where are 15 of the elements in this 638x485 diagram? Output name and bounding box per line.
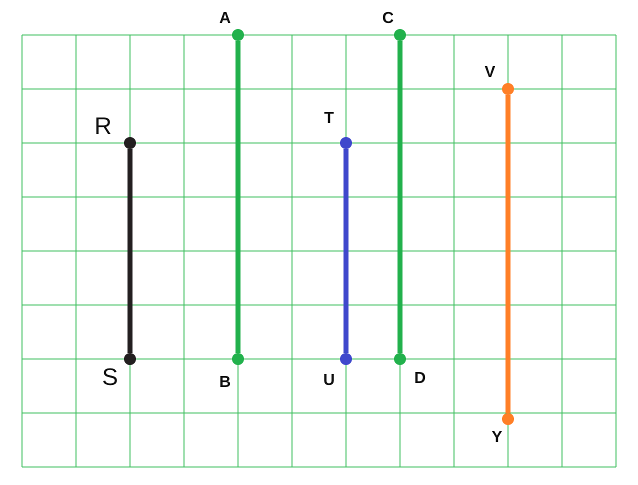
point-label: R: [93, 115, 113, 139]
line-segment: [236, 41, 240, 353]
point-label: V: [484, 63, 496, 83]
point-label: D: [413, 369, 427, 389]
point-label: U: [322, 371, 336, 391]
point-label: S: [100, 366, 119, 390]
line-segment: [506, 95, 510, 413]
point-label: C: [381, 9, 395, 29]
line-segment: [398, 41, 402, 353]
line-segment: [344, 149, 348, 353]
line-segment: [128, 149, 132, 353]
point-label: B: [218, 373, 232, 393]
point-label: T: [323, 109, 335, 129]
point-label: A: [218, 9, 232, 29]
point-label: Y: [490, 428, 504, 448]
